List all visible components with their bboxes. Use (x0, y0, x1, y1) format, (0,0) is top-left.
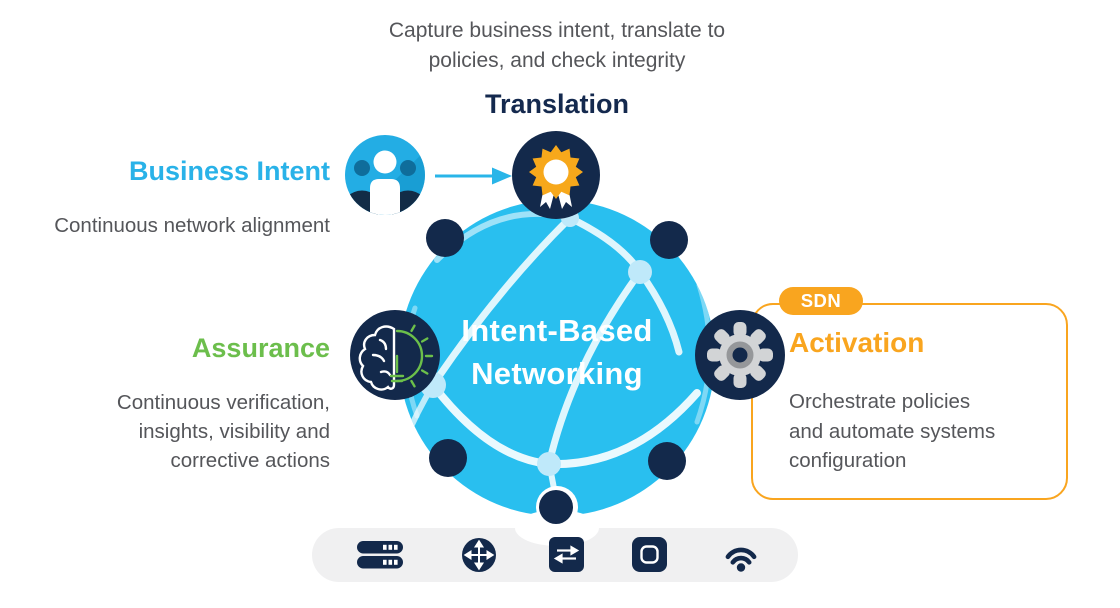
business-intent-title: Business Intent (128, 156, 330, 186)
activation-line1: Orchestrate policies (789, 390, 971, 413)
node-bottom-right (648, 442, 686, 480)
assurance-line1: Continuous verification, (116, 391, 330, 414)
gear-icon (695, 310, 785, 400)
arrow-icon (435, 167, 512, 185)
switch-icon (549, 537, 584, 572)
activation-box (751, 303, 1068, 500)
globe-title-line1: Intent-Based (461, 313, 653, 348)
activation-line3: configuration (789, 449, 907, 472)
brain-half (358, 325, 396, 391)
node-top-right (650, 221, 688, 259)
node-bottom-left (429, 439, 467, 477)
assurance-line3: corrective actions (170, 449, 330, 472)
top-caption: Capture business intent, translate to po… (307, 16, 807, 76)
brain-bulb-icon (350, 310, 440, 400)
controller-icon (632, 537, 667, 572)
badge-icon (512, 131, 600, 219)
globe-title: Intent-Based Networking (407, 309, 707, 395)
translation-title: Translation (484, 89, 630, 119)
activation-description: Orchestrate policies and automate system… (789, 387, 1059, 476)
globe-title-line2: Networking (471, 356, 643, 391)
business-intent-subtitle: Continuous network alignment (54, 214, 330, 237)
server-icon (357, 541, 403, 569)
assurance-description: Continuous verification, insights, visib… (0, 388, 330, 475)
wifi-icon (725, 547, 757, 572)
sdn-badge: SDN (779, 287, 863, 315)
activation-line2: and automate systems (789, 419, 996, 443)
activation-title: Activation (789, 327, 925, 358)
assurance-title: Assurance (191, 333, 330, 363)
mesh-junction-nodes (420, 209, 652, 476)
globe-mesh (402, 200, 712, 507)
top-caption-line1: Capture business intent, translate to (388, 19, 726, 42)
node-top-left (426, 219, 464, 257)
network-globe (399, 200, 715, 516)
node-bottom-center (539, 490, 573, 524)
network-edge-nodes (426, 219, 688, 480)
router-icon (462, 538, 496, 572)
assurance-line2: insights, visibility and (138, 420, 330, 443)
top-caption-line2: policies, and check integrity (428, 49, 686, 72)
bulb-half (389, 324, 434, 388)
people-icon (345, 135, 425, 215)
